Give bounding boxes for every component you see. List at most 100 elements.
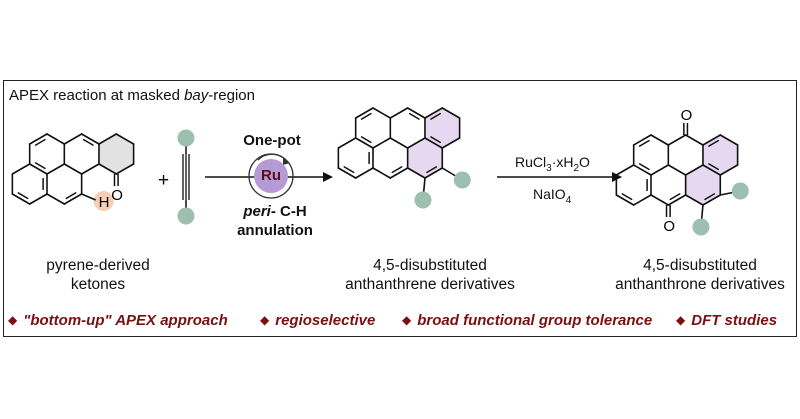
- bond: [98, 133, 118, 145]
- reaction-arrow-1-head: [323, 172, 333, 182]
- alkyne-structure: +: [158, 129, 195, 225]
- bond: [632, 134, 652, 146]
- substituent-circle: [177, 129, 195, 147]
- bond: [372, 107, 392, 119]
- bond: [650, 134, 670, 146]
- bond: [667, 194, 687, 206]
- double-bond: [669, 193, 681, 201]
- double-bond: [638, 139, 650, 147]
- bond: [46, 163, 66, 175]
- diamond-icon: ◆: [402, 313, 412, 327]
- reaction-arrow-2-head: [612, 172, 622, 182]
- feature-list: ◆"bottom-up" APEX approach ◆regioselecti…: [0, 312, 800, 332]
- h-highlight: [93, 191, 114, 211]
- bond: [650, 194, 670, 206]
- bond: [63, 163, 83, 175]
- hydrogen-atom: H: [99, 194, 110, 211]
- double-bond: [343, 166, 355, 174]
- step1-bottom-label: peri- C-H: [243, 203, 307, 220]
- diamond-icon: ◆: [260, 313, 270, 327]
- feature-item: ◆regioselective: [260, 312, 376, 329]
- bond: [424, 137, 444, 149]
- ruthenium-catalyst-icon: [248, 153, 294, 199]
- bond: [667, 134, 687, 146]
- oxygen-atom: O: [681, 107, 693, 124]
- bond: [389, 137, 409, 149]
- bond: [667, 164, 687, 176]
- bond: [719, 164, 739, 176]
- bond: [632, 164, 652, 176]
- bond: [372, 137, 392, 149]
- bond: [389, 107, 409, 119]
- bond: [424, 167, 444, 179]
- double-bond: [408, 112, 420, 120]
- bond: [80, 133, 100, 145]
- bond: [389, 167, 409, 179]
- plus-sign: +: [158, 170, 169, 191]
- bond: [719, 134, 739, 146]
- double-bond: [360, 136, 372, 144]
- scheme-title: APEX reaction at masked bay-region: [9, 87, 255, 104]
- bond: [46, 193, 66, 205]
- bond: [63, 193, 83, 205]
- bond: [684, 194, 704, 206]
- bond: [11, 193, 31, 205]
- step2-reagent-bottom: NaIO4: [533, 186, 572, 206]
- bond: [354, 167, 374, 179]
- double-bond: [430, 136, 442, 144]
- substituent-circle: [453, 171, 471, 189]
- bond: [28, 163, 48, 175]
- substituent-circle: [177, 207, 195, 225]
- step1-top-label: One-pot: [243, 132, 301, 149]
- bond: [684, 164, 704, 176]
- bond: [63, 133, 83, 145]
- bond: [441, 107, 461, 119]
- bond: [11, 163, 31, 175]
- bond: [354, 137, 374, 149]
- double-bond: [34, 138, 46, 146]
- diamond-icon: ◆: [676, 313, 686, 327]
- bond: [632, 194, 652, 206]
- bond: [441, 137, 461, 149]
- bond: [684, 134, 704, 146]
- bond: [115, 163, 135, 175]
- double-bond: [638, 163, 650, 171]
- bond: [81, 193, 96, 201]
- substituent-circle: [692, 218, 710, 236]
- oxygen-atom: O: [663, 218, 675, 235]
- scheme-frame: [3, 80, 797, 337]
- step1-bottom-label-line2: annulation: [237, 222, 313, 239]
- bond: [702, 134, 722, 146]
- double-bond: [65, 192, 77, 200]
- bond: [28, 133, 48, 145]
- double-bond: [360, 112, 372, 120]
- anthanthrone-structure: OO: [615, 107, 749, 236]
- double-bond: [704, 193, 716, 201]
- feature-item: ◆"bottom-up" APEX approach: [8, 312, 228, 329]
- feature-item: ◆broad functional group tolerance: [402, 312, 653, 329]
- bond: [650, 164, 670, 176]
- bond: [406, 107, 426, 119]
- step2-reagent-top: RuCl3·xH2O: [515, 154, 590, 174]
- feature-item: ◆DFT studies: [676, 312, 778, 329]
- double-bond: [391, 166, 403, 174]
- anthanthrene-structure: [337, 107, 471, 209]
- double-bond: [708, 139, 720, 147]
- bond: [98, 163, 118, 175]
- bond: [115, 133, 135, 145]
- double-bond: [34, 162, 46, 170]
- bond: [615, 194, 635, 206]
- bond: [337, 137, 357, 149]
- bond: [406, 167, 426, 179]
- bond: [406, 137, 426, 149]
- double-bond: [82, 138, 94, 146]
- substituent-circle: [414, 191, 432, 209]
- bond: [337, 167, 357, 179]
- substituent-circle: [731, 182, 749, 200]
- bond: [372, 167, 392, 179]
